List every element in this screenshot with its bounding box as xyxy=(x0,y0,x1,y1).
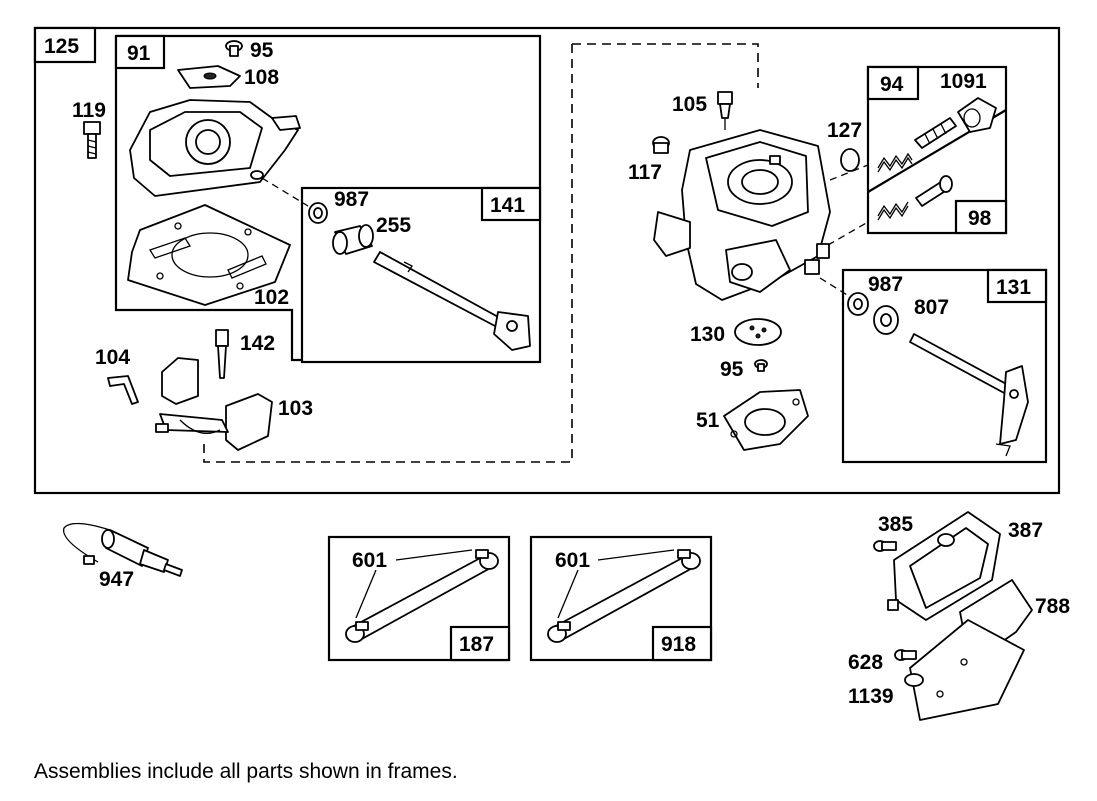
callout-947: 947 xyxy=(99,568,134,591)
part-117-jet xyxy=(652,136,670,154)
assemblies-caption: Assemblies include all parts shown in fr… xyxy=(34,760,458,783)
frame-98-label: 98 xyxy=(968,207,992,230)
callout-387: 387 xyxy=(1008,519,1043,542)
part-carburetor-body xyxy=(653,129,831,301)
part-1139-washer xyxy=(904,673,924,687)
frame-187-tag xyxy=(449,625,511,662)
leader-body-to-98 xyxy=(827,221,869,246)
callout-103: 103 xyxy=(278,397,313,420)
callout-105: 105 xyxy=(672,93,707,116)
callout-385: 385 xyxy=(878,513,913,536)
callout-987-left: 987 xyxy=(334,188,369,211)
callout-142: 142 xyxy=(240,332,275,355)
part-idle-screw-94 xyxy=(914,117,957,149)
callout-601-left: 601 xyxy=(352,549,387,572)
part-130-plate xyxy=(734,318,782,346)
frame-125-tag xyxy=(33,26,97,64)
dashed-frame-top xyxy=(572,43,759,88)
frame-187 xyxy=(327,535,511,662)
frame-187-label: 187 xyxy=(459,633,494,656)
part-51-gasket xyxy=(723,389,809,451)
callout-104: 104 xyxy=(95,346,130,369)
part-385-screw xyxy=(873,540,897,552)
part-throttle-shaft xyxy=(373,251,531,351)
leader-cover-to-987 xyxy=(261,177,309,207)
frame-94-98 xyxy=(866,65,1008,235)
frame-94-label: 94 xyxy=(880,73,904,96)
part-104-clip xyxy=(107,375,139,405)
part-102-gasket xyxy=(127,204,291,306)
dashed-frame-left xyxy=(203,44,573,463)
part-788-bracket xyxy=(909,579,1033,721)
part-spring-98 xyxy=(877,201,909,221)
callout-95-top: 95 xyxy=(250,39,274,62)
frame-141-label: 141 xyxy=(490,194,525,217)
callout-1091: 1091 xyxy=(940,70,987,93)
callout-102: 102 xyxy=(254,286,289,309)
part-108-plate xyxy=(177,65,241,89)
frame-918-tag xyxy=(651,625,713,662)
callout-601-right: 601 xyxy=(555,549,590,572)
leader-601a-top xyxy=(395,549,473,561)
callout-807: 807 xyxy=(914,296,949,319)
part-918-fuel-line xyxy=(547,549,701,643)
part-95-screw-top xyxy=(225,40,243,57)
frame-125 xyxy=(33,26,1061,495)
part-127-seal xyxy=(840,148,860,172)
part-807-seal xyxy=(873,305,899,335)
part-choke-shaft xyxy=(909,333,1029,457)
frame-141 xyxy=(300,186,542,364)
part-screw-98 xyxy=(915,175,953,207)
callout-1139: 1139 xyxy=(848,685,894,708)
part-spring-94 xyxy=(877,152,913,173)
part-142-needle xyxy=(215,329,229,379)
callout-95-lower: 95 xyxy=(720,358,744,381)
leader-601b-top xyxy=(597,549,675,561)
part-105-needle-valve xyxy=(717,91,733,130)
part-119-bolt xyxy=(83,121,101,159)
part-95-screw-lower xyxy=(754,359,768,372)
leader-body-to-131 xyxy=(819,277,853,299)
frame-91-left xyxy=(114,36,302,362)
part-carburetor-cover xyxy=(129,99,301,197)
part-987-bushing-right xyxy=(847,292,869,316)
frame-91-label: 91 xyxy=(127,42,151,65)
frame-918-label: 918 xyxy=(661,633,696,656)
part-103-float xyxy=(155,357,273,451)
part-1091-cap xyxy=(957,97,997,133)
callout-108: 108 xyxy=(244,66,279,89)
callout-255: 255 xyxy=(376,214,411,237)
frame-98-tag xyxy=(954,199,1008,235)
part-255-sleeve xyxy=(332,224,374,255)
frame-94-tag xyxy=(866,65,920,101)
callout-788: 788 xyxy=(1035,595,1070,618)
frame-131-tag xyxy=(986,268,1048,304)
callout-117: 117 xyxy=(628,161,662,184)
frame-141-tag xyxy=(480,186,542,222)
callout-119: 119 xyxy=(72,99,106,122)
part-187-fuel-line xyxy=(345,549,499,643)
frame-125-label: 125 xyxy=(44,35,79,58)
frame-91-top xyxy=(116,34,542,188)
frame-91-tag xyxy=(114,34,166,70)
callout-51: 51 xyxy=(696,409,720,432)
callout-127: 127 xyxy=(827,119,862,142)
leader-601a-bottom xyxy=(355,569,377,619)
frame-918 xyxy=(529,535,713,662)
frame-131 xyxy=(841,268,1048,464)
part-987-bushing-left xyxy=(308,202,328,224)
part-947-solenoid xyxy=(63,522,183,577)
leader-body-to-94 xyxy=(829,164,869,181)
callout-628: 628 xyxy=(848,651,883,674)
callout-130: 130 xyxy=(690,323,725,346)
frame-131-label: 131 xyxy=(996,276,1031,299)
part-387-fuel-pump xyxy=(887,511,1001,621)
leader-601b-bottom xyxy=(557,569,579,619)
callout-987-right: 987 xyxy=(868,273,903,296)
part-628-screw xyxy=(894,649,917,661)
